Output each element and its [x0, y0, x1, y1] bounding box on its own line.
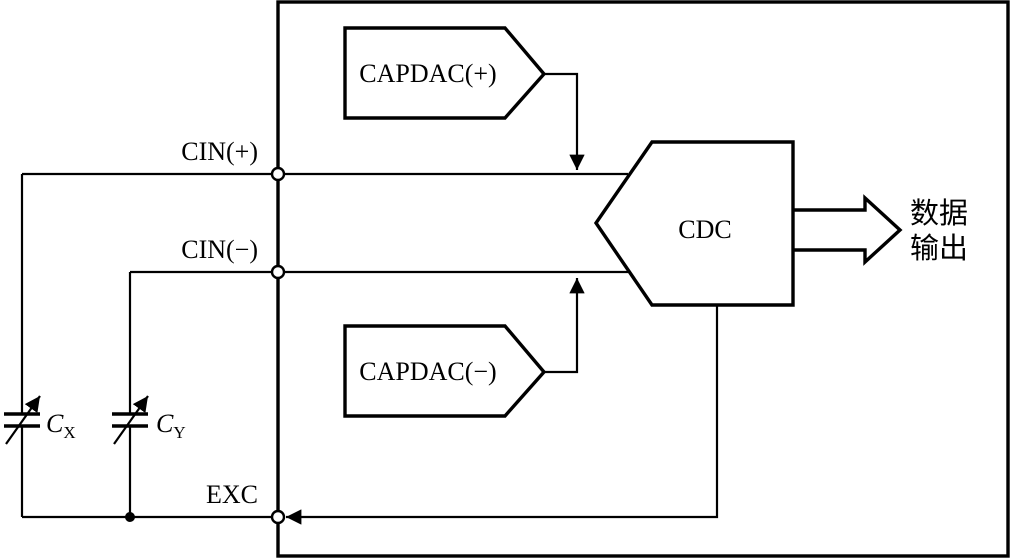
- exc-return-wire: [286, 305, 719, 525]
- cx-label: CX: [46, 409, 76, 442]
- cy-label: CY: [156, 409, 186, 442]
- junction-dot: [125, 512, 135, 522]
- output-label-line2: 输出: [910, 231, 968, 265]
- cdc-block: [593, 140, 795, 307]
- output-label-line1: 数据: [910, 196, 968, 230]
- terminal-exc: [270, 509, 286, 525]
- capacitor-cy: [112, 395, 149, 445]
- capdac-plus-label: CAPDAC(+): [359, 59, 496, 88]
- capdac-plus-block: [343, 26, 547, 120]
- capdac-minus-feed: [544, 278, 585, 374]
- output-arrow: [793, 194, 903, 266]
- capdac-minus-block: [343, 324, 547, 418]
- terminal-cin-plus: [270, 166, 286, 182]
- cin-minus-label: CIN(−): [181, 235, 258, 264]
- capacitor-cx: [4, 395, 41, 445]
- capdac-plus-feed: [544, 72, 585, 170]
- cin-plus-label: CIN(+): [181, 137, 258, 166]
- exc-label: EXC: [206, 480, 258, 509]
- capdac-minus-label: CAPDAC(−): [359, 357, 496, 386]
- cdc-label: CDC: [678, 215, 731, 244]
- terminal-cin-minus: [270, 264, 286, 280]
